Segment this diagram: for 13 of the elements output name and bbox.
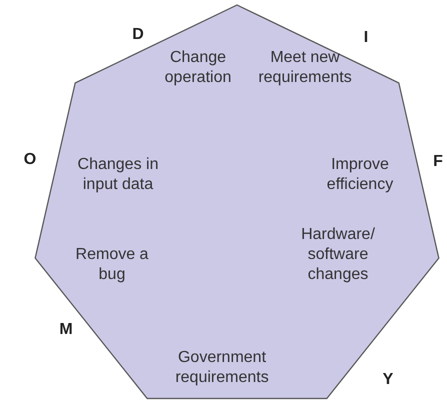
vertex-letter: Y xyxy=(382,371,394,389)
reason-text: Hardware/ software changes xyxy=(300,225,376,285)
vertex-letter: I xyxy=(364,29,368,47)
vertex-letter: O xyxy=(24,151,36,169)
reason-text: Government requirements xyxy=(174,348,270,388)
vertex-letter: M xyxy=(59,321,73,339)
vertex-letter: F xyxy=(433,153,443,171)
reason-text: Improve efficiency xyxy=(326,155,394,195)
reason-text: Changes in input data xyxy=(76,155,160,195)
vertex-letter: D xyxy=(132,26,144,44)
reason-text: Meet new requirements xyxy=(257,48,353,88)
reason-text: Remove a bug xyxy=(74,245,150,285)
reason-text: Change operation xyxy=(164,48,232,88)
